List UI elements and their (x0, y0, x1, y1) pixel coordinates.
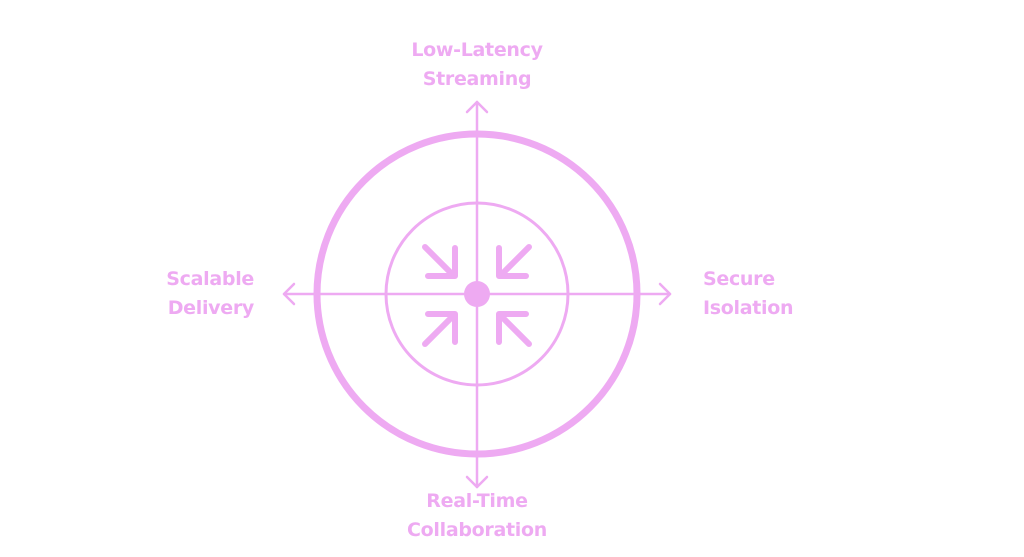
arrow-up-left-icon (496, 311, 532, 347)
arrow-down-left-icon (496, 244, 532, 279)
arrow-right-icon (658, 282, 672, 306)
arrow-down-right-icon (422, 244, 458, 279)
label-low-latency-streaming: Low-Latency Streaming (377, 36, 577, 94)
label-line: Low-Latency (411, 39, 543, 61)
arrow-up-right-icon (422, 311, 458, 347)
label-line: Isolation (703, 297, 794, 319)
label-real-time-collaboration: Real-Time Collaboration (367, 487, 587, 545)
center-dot (464, 281, 490, 307)
label-line: Streaming (422, 68, 532, 90)
label-scalable-delivery: Scalable Delivery (130, 265, 254, 323)
label-line: Delivery (167, 297, 255, 319)
label-line: Collaboration (407, 519, 547, 541)
label-line: Secure (703, 268, 775, 290)
label-line: Scalable (166, 268, 254, 290)
arrow-up-icon (465, 100, 489, 114)
arrow-down-icon (465, 475, 489, 489)
converging-arrows-icon (422, 244, 532, 347)
label-line: Real-Time (426, 490, 528, 512)
arrow-left-icon (282, 282, 296, 306)
label-secure-isolation: Secure Isolation (703, 265, 843, 323)
